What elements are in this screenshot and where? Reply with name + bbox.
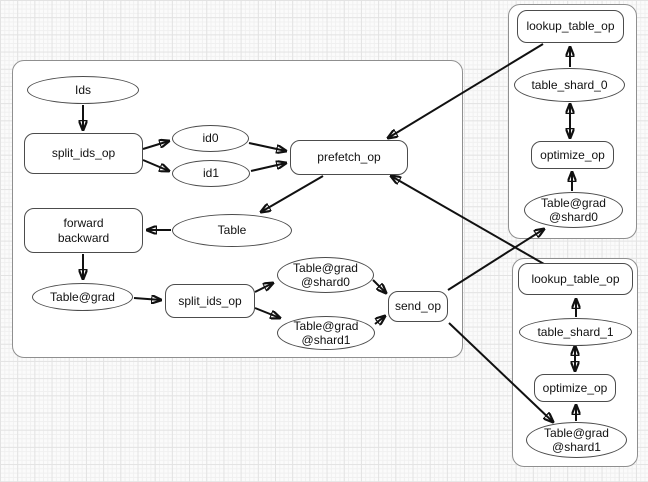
edge-shard0-to-send	[372, 279, 386, 293]
node-ps1-optimize-op: optimize_op	[534, 374, 616, 402]
node-ps1-table-grad-shard1: Table@grad @shard1	[526, 422, 627, 458]
edge-id1-to-prefetch	[250, 163, 286, 172]
node-table-grad: Table@grad	[32, 283, 133, 311]
node-forward-backward: forward backward	[24, 208, 143, 253]
edge-split1-to-id0	[142, 141, 169, 150]
node-ps0-optimize-op: optimize_op	[531, 141, 614, 169]
edge-split2-to-shard1	[254, 307, 280, 318]
edge-tablegrad-to-split2	[133, 298, 161, 300]
node-ps1-lookup-table-op: lookup_table_op	[518, 263, 633, 295]
node-send-op: send_op	[388, 291, 448, 322]
edge-id0-to-prefetch	[248, 142, 286, 151]
edge-shard1-to-send	[374, 316, 385, 324]
node-id0: id0	[172, 125, 249, 152]
node-table-grad-shard1: Table@grad @shard1	[277, 316, 375, 350]
edge-split2-to-shard0	[254, 283, 273, 293]
node-split-ids-op-2: split_ids_op	[165, 284, 255, 318]
node-ps0-table-grad-shard0: Table@grad @shard0	[524, 192, 623, 228]
edge-prefetch-to-table	[261, 175, 324, 212]
edge-send-to-psgrad1	[448, 322, 553, 422]
edge-split1-to-id1	[142, 159, 169, 171]
edge-lookup0-to-prefetch	[388, 43, 544, 138]
node-ps0-table-shard-0: table_shard_0	[514, 68, 625, 102]
node-split-ids-op-1: split_ids_op	[24, 133, 143, 174]
node-prefetch-op: prefetch_op	[290, 140, 408, 175]
node-table-grad-shard0: Table@grad @shard0	[277, 257, 374, 293]
node-id1: id1	[172, 160, 250, 187]
node-table: Table	[172, 214, 292, 247]
node-ps0-lookup-table-op: lookup_table_op	[517, 10, 624, 43]
node-ps1-table-shard-1: table_shard_1	[519, 318, 632, 346]
edge-lookup1-to-prefetch	[391, 176, 545, 265]
edge-send-to-psgrad0	[447, 229, 544, 291]
node-ids: Ids	[27, 76, 139, 104]
